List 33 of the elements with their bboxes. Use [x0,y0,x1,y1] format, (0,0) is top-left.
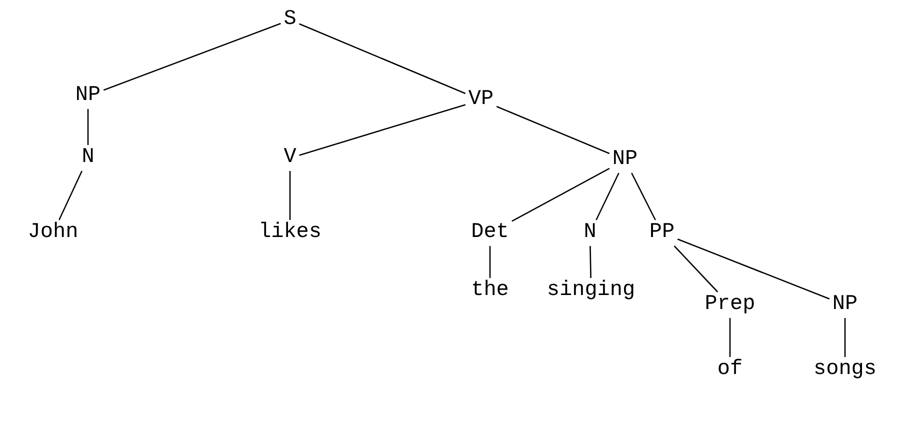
tree-node-label: John [24,220,82,246]
tree-node-label: singing [544,278,638,304]
tree-node-label: likes [256,220,324,246]
tree-node-label: the [468,278,512,304]
tree-branch-line [103,22,281,91]
tree-node-label: NP [72,83,104,109]
tree-branch-line [299,104,466,156]
tree-branch-line [496,106,610,154]
tree-node-label: VP [465,87,497,113]
tree-branch-line [677,238,830,300]
tree-node-label: Prep [702,292,758,318]
tree-node-label: N [78,145,98,171]
tree-branch-line [489,246,491,278]
tree-branch-line [289,171,291,220]
tree-node-label: Det [468,220,512,246]
tree-node-label: of [714,357,746,383]
tree-node-label: songs [810,357,880,383]
tree-node-label: PP [646,220,678,246]
tree-branch-line [631,172,656,220]
tree-branch-line [512,168,610,222]
tree-node-label: NP [829,292,861,318]
tree-branch-line [674,246,718,292]
tree-node-label: V [280,145,300,171]
tree-branch-line [844,318,846,357]
tree-node-label: S [280,7,300,33]
tree-node-label: NP [609,147,641,173]
tree-node-label: N [580,220,600,246]
tree-branch-line [596,172,620,220]
tree-branch-line [590,246,592,278]
tree-branch-line [87,109,89,145]
tree-branch-line [729,318,731,357]
tree-branch-line [58,170,82,220]
tree-branch-line [299,23,466,94]
